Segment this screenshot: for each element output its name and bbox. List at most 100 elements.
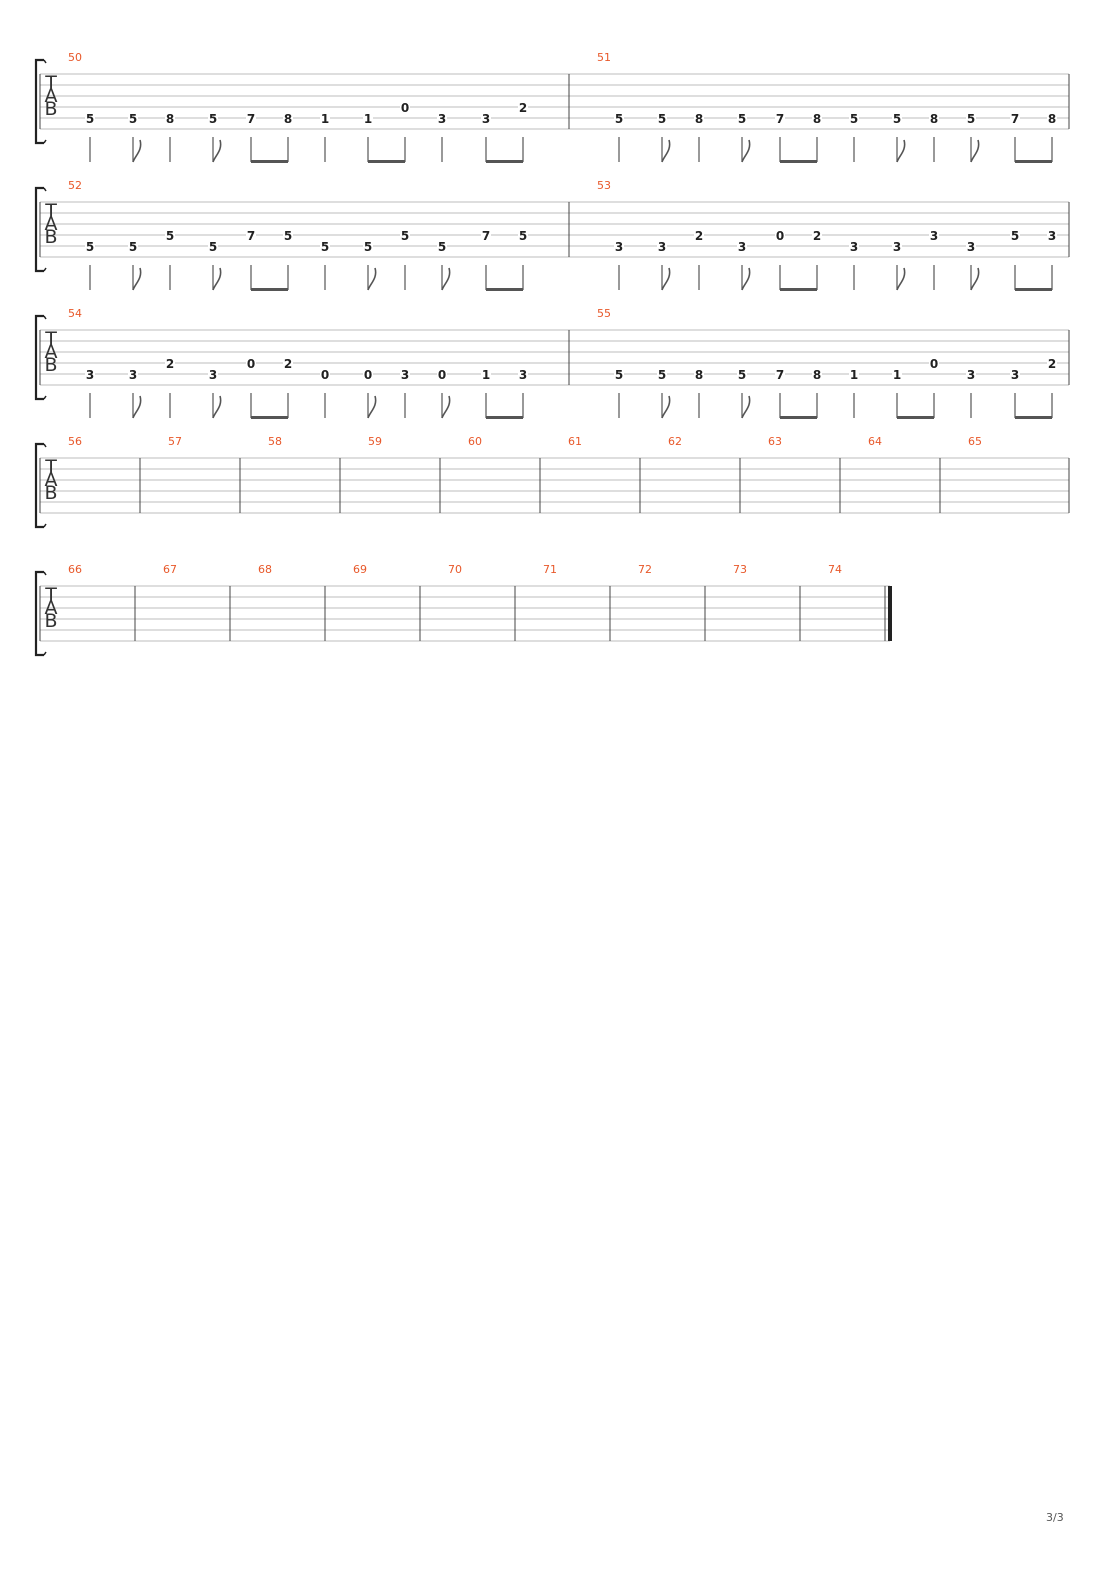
fret-number: 5 xyxy=(519,229,527,243)
fret-knockout xyxy=(892,368,902,380)
fret-number: 8 xyxy=(930,112,938,126)
fret-number: 7 xyxy=(1011,112,1019,126)
measure-number: 52 xyxy=(68,179,82,192)
note-flag xyxy=(896,139,906,163)
fret-knockout xyxy=(1047,357,1057,369)
fret-number: 3 xyxy=(967,240,975,254)
fret-number: 3 xyxy=(438,112,446,126)
system-bracket xyxy=(34,58,44,145)
fret-knockout xyxy=(737,368,747,380)
fret-number: 2 xyxy=(695,229,703,243)
note-beam xyxy=(251,416,288,419)
note-flag xyxy=(741,139,751,163)
measure-number: 65 xyxy=(968,435,982,448)
fret-number: 7 xyxy=(247,229,255,243)
fret-number: 3 xyxy=(738,240,746,254)
fret-knockout xyxy=(437,240,447,252)
fret-number: 5 xyxy=(129,240,137,254)
fret-knockout xyxy=(437,112,447,124)
note-flag xyxy=(970,139,980,163)
fret-knockout xyxy=(657,112,667,124)
fret-knockout xyxy=(614,368,624,380)
tab-clef-letter: T xyxy=(44,456,57,478)
fret-number: 1 xyxy=(482,368,490,382)
fret-number: 5 xyxy=(850,112,858,126)
fret-number: 3 xyxy=(1011,368,1019,382)
fret-number: 3 xyxy=(893,240,901,254)
measure-number: 61 xyxy=(568,435,582,448)
note-flag xyxy=(367,395,377,419)
note-flag xyxy=(970,267,980,291)
fret-number: 5 xyxy=(284,229,292,243)
fret-knockout xyxy=(85,368,95,380)
tab-clef-letter: A xyxy=(45,469,58,491)
fret-knockout xyxy=(481,112,491,124)
fret-knockout xyxy=(246,112,256,124)
note-flag xyxy=(132,395,142,419)
fret-number: 8 xyxy=(284,112,292,126)
fret-number: 3 xyxy=(86,368,94,382)
fret-number: 1 xyxy=(850,368,858,382)
tab-clef-letter: A xyxy=(45,341,58,363)
fret-number: 1 xyxy=(893,368,901,382)
fret-number: 5 xyxy=(364,240,372,254)
measure-number: 59 xyxy=(368,435,382,448)
fret-knockout xyxy=(363,368,373,380)
tab-clef-letter: A xyxy=(45,213,58,235)
fret-knockout xyxy=(400,101,410,113)
fret-number: 2 xyxy=(166,357,174,371)
measure-number: 58 xyxy=(268,435,282,448)
fret-knockout xyxy=(518,101,528,113)
fret-knockout xyxy=(128,112,138,124)
fret-number: 5 xyxy=(658,112,666,126)
fret-number: 0 xyxy=(247,357,255,371)
measure-number: 55 xyxy=(597,307,611,320)
fret-knockout xyxy=(1047,229,1057,241)
note-beam xyxy=(1015,160,1052,163)
bracket-hook-bottom xyxy=(43,139,47,144)
system-bracket xyxy=(34,442,44,529)
fret-number: 3 xyxy=(482,112,490,126)
bracket-hook-top xyxy=(43,443,47,448)
note-beam xyxy=(897,416,934,419)
fret-knockout xyxy=(775,229,785,241)
fret-number: 0 xyxy=(321,368,329,382)
fret-number: 2 xyxy=(813,229,821,243)
note-flag xyxy=(661,395,671,419)
note-flag xyxy=(212,395,222,419)
tab-clef-letter: A xyxy=(45,85,58,107)
fret-number: 7 xyxy=(776,368,784,382)
tab-clef-letter: B xyxy=(44,482,57,504)
fret-knockout xyxy=(812,112,822,124)
fret-number: 5 xyxy=(893,112,901,126)
fret-number: 8 xyxy=(813,112,821,126)
fret-number: 8 xyxy=(813,368,821,382)
fret-knockout xyxy=(165,112,175,124)
fret-number: 5 xyxy=(615,368,623,382)
tab-clef-letter: B xyxy=(44,226,57,248)
fret-knockout xyxy=(849,240,859,252)
fret-knockout xyxy=(737,112,747,124)
measure-number: 73 xyxy=(733,563,747,576)
fret-knockout xyxy=(966,112,976,124)
note-flag xyxy=(212,139,222,163)
fret-number: 8 xyxy=(1048,112,1056,126)
fret-number: 1 xyxy=(364,112,372,126)
note-beam xyxy=(251,160,288,163)
measure-number: 64 xyxy=(868,435,882,448)
note-flag xyxy=(661,267,671,291)
fret-knockout xyxy=(1010,112,1020,124)
measure-number: 66 xyxy=(68,563,82,576)
tab-clef-letter: T xyxy=(44,200,57,222)
note-flag xyxy=(367,267,377,291)
note-flag xyxy=(132,139,142,163)
bracket-hook-bottom xyxy=(43,651,47,656)
fret-knockout xyxy=(283,357,293,369)
measure-number: 72 xyxy=(638,563,652,576)
fret-number: 5 xyxy=(129,112,137,126)
fret-knockout xyxy=(614,112,624,124)
bracket-hook-bottom xyxy=(43,523,47,528)
